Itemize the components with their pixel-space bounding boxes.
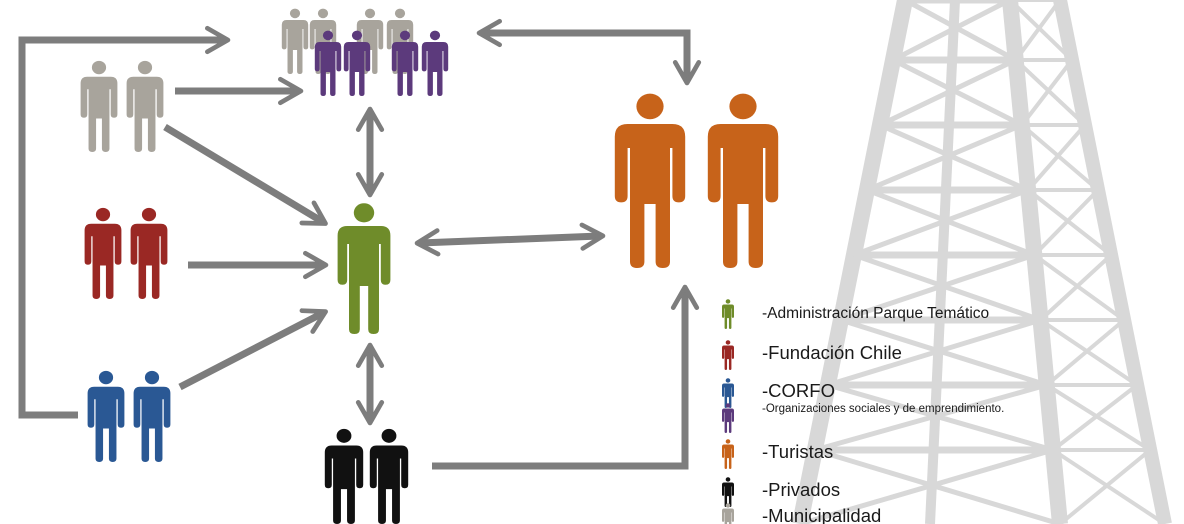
legend-label-municipalidad: -Municipalidad xyxy=(762,505,881,524)
arrow-administracion-turistas xyxy=(414,222,606,257)
tower-beam xyxy=(865,122,1023,193)
person-icon-administracion xyxy=(337,203,391,334)
legend-label-turistas: -Turistas xyxy=(762,441,833,462)
tower-beam xyxy=(878,57,1017,128)
tower-beam xyxy=(792,0,913,524)
legend-label-fundacion: -Fundación Chile xyxy=(762,342,902,363)
tower-beam xyxy=(866,187,1036,258)
tower-beam xyxy=(1045,383,1152,452)
person-icon-municipalidad xyxy=(80,60,118,152)
person-icon-corfo xyxy=(133,370,171,462)
arrow-corfo-to-organizaciones xyxy=(18,25,231,419)
legend-label-organizaciones: -Organizaciones sociales y de emprendimi… xyxy=(762,403,1004,415)
tower-beam xyxy=(1039,253,1113,322)
legend-label-corfo: -CORFO xyxy=(762,380,835,401)
legend-person-icon-turistas xyxy=(722,439,734,469)
tower-beam xyxy=(840,317,1048,388)
tower-beam xyxy=(891,0,1012,63)
tower-beam xyxy=(1058,448,1152,524)
tower-beam xyxy=(1032,188,1100,257)
tower-beam xyxy=(1002,0,1068,524)
legend-person-icon-organizaciones xyxy=(722,403,734,433)
person-icon-privados xyxy=(324,428,364,524)
tower-beam xyxy=(1026,188,1113,257)
tower-beam xyxy=(853,187,1030,258)
tower-background xyxy=(792,0,1172,524)
tower-beam xyxy=(1014,0,1062,62)
legend-label-administracion: -Administración Parque Temático xyxy=(762,305,989,322)
tower-beam xyxy=(1026,123,1087,192)
legend-label-privados: -Privados xyxy=(762,479,840,500)
person-icon-turistas xyxy=(614,93,686,268)
tower-beam xyxy=(1033,253,1126,322)
person-icon-organizaciones xyxy=(421,30,449,96)
person-icon-privados xyxy=(369,428,409,524)
arrow-organizaciones-turistas xyxy=(476,18,702,86)
tower-beam xyxy=(1051,448,1167,524)
legend-person-icon-municipalidad xyxy=(722,503,734,524)
tower-beam xyxy=(891,57,1024,128)
tower-beam xyxy=(853,252,1042,323)
tower-beam xyxy=(827,382,1054,453)
legend-person-icon-administracion xyxy=(722,299,734,329)
tower-beam xyxy=(1039,318,1139,387)
arrow-privados-to-turistas xyxy=(432,284,700,470)
legend-person-icon-fundacion xyxy=(722,340,734,370)
tower-beam xyxy=(799,447,1054,524)
person-icon-fundacion xyxy=(84,207,122,299)
tower-beam xyxy=(1051,383,1139,452)
tower-beam xyxy=(1020,58,1074,127)
tower-beam xyxy=(814,447,1061,524)
person-icon-municipalidad xyxy=(126,60,164,152)
tower-beam xyxy=(1008,0,1074,62)
tower-beam xyxy=(1053,0,1172,524)
person-icon-corfo xyxy=(87,370,125,462)
legend-person-icon-privados xyxy=(722,477,734,507)
person-icon-turistas xyxy=(707,93,779,268)
connection-arrows xyxy=(18,18,702,470)
tower-beam xyxy=(1045,318,1126,387)
legend: -Administración Parque Temático -Fundació… xyxy=(722,299,1004,524)
tower-beam xyxy=(840,252,1036,323)
person-icon-fundacion xyxy=(130,207,168,299)
person-icon-municipalidad xyxy=(281,8,309,74)
tower-beam xyxy=(1014,58,1087,127)
arrow-municipalidad-to-administracion xyxy=(163,124,328,226)
tower-beam xyxy=(827,317,1042,388)
tower-beam xyxy=(814,382,1048,453)
tower-beam xyxy=(1020,123,1100,192)
tower-beam xyxy=(878,122,1030,193)
tower-beam xyxy=(903,0,1017,63)
arrow-corfo-to-administracion xyxy=(178,308,328,391)
